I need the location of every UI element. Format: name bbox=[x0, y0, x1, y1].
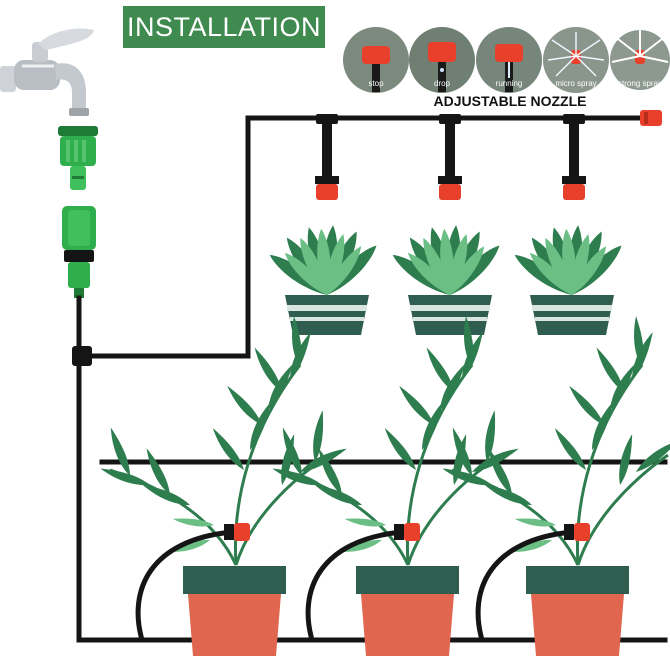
nozzle-icon bbox=[315, 114, 339, 200]
nozzle-icon bbox=[640, 110, 662, 126]
small-plant-3 bbox=[510, 224, 627, 335]
nozzle-mode-micro-spray: micro spray bbox=[543, 27, 609, 93]
pot-icon bbox=[356, 566, 459, 656]
small-plant-2 bbox=[388, 224, 505, 335]
nozzle-mode-label: drop bbox=[434, 79, 451, 88]
top-drippers bbox=[315, 114, 586, 200]
pot-icon bbox=[183, 566, 286, 656]
nozzle-mode-label: running bbox=[496, 79, 523, 88]
nozzle-mode-label: strong spray bbox=[618, 79, 662, 88]
pot-icon bbox=[408, 295, 492, 335]
nozzle-mode-running: running bbox=[476, 27, 542, 93]
faucet-icon bbox=[0, 28, 94, 116]
large-plant-3 bbox=[441, 316, 670, 656]
nozzle-icon bbox=[224, 523, 250, 541]
hose-connector-icon bbox=[58, 126, 98, 190]
title-banner: INSTALLATION bbox=[123, 6, 325, 48]
nozzle-mode-circles: stop drop running bbox=[343, 27, 670, 93]
bottom-drippers bbox=[224, 523, 590, 541]
nozzle-mode-label: micro spray bbox=[555, 79, 596, 88]
pot-icon bbox=[285, 295, 369, 335]
pot-icon bbox=[526, 566, 629, 656]
nozzle-icon bbox=[564, 523, 590, 541]
nozzle-mode-stop: stop bbox=[343, 27, 409, 93]
nozzle-icon bbox=[438, 114, 462, 200]
plant-icon bbox=[510, 224, 627, 301]
plant-icon bbox=[265, 224, 382, 301]
large-plant-2 bbox=[271, 316, 522, 656]
plant-icon bbox=[99, 316, 350, 566]
large-plant-1 bbox=[99, 316, 350, 656]
plant-icon bbox=[388, 224, 505, 301]
bottom-drip-lines bbox=[135, 529, 575, 643]
quick-coupler-icon bbox=[62, 206, 96, 298]
nozzle-icon bbox=[394, 523, 420, 541]
pot-icon bbox=[530, 295, 614, 335]
small-plant-1 bbox=[265, 224, 382, 335]
nozzle-icon bbox=[562, 114, 586, 200]
nozzle-mode-label: stop bbox=[368, 79, 384, 88]
nozzle-mode-strong-spray: strong spray bbox=[610, 30, 670, 90]
tee-connector-icon bbox=[72, 346, 92, 366]
nozzle-mode-drop: drop bbox=[409, 27, 475, 93]
adjustable-nozzle-caption: ADJUSTABLE NOZZLE bbox=[433, 93, 587, 109]
